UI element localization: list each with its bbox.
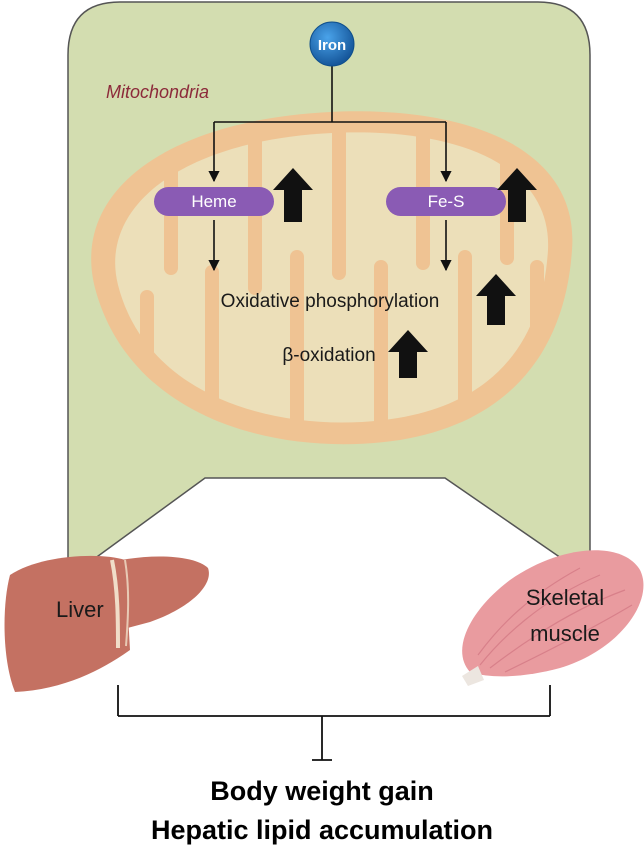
oxidative-phosphorylation-label: Oxidative phosphorylation: [221, 291, 440, 312]
beta-oxidation-increase-arrow-icon: [388, 330, 428, 378]
outcome-body-weight-gain: Body weight gain: [210, 776, 434, 806]
liver-label: Liver: [56, 597, 104, 622]
pill-down-arrows: [208, 220, 452, 272]
iron-branch-connector: [208, 62, 452, 183]
outcome-bracket: [117, 685, 551, 761]
fe-s-increase-arrow-icon: [497, 168, 537, 222]
heme-increase-arrow-icon: [273, 168, 313, 222]
heme-pill: Heme: [154, 187, 274, 216]
skeletal-muscle-label: Skeletal: [526, 585, 604, 610]
fe-s-label: Fe-S: [428, 192, 465, 211]
iron-label: Iron: [318, 37, 346, 54]
outcome-hepatic-lipid-accumulation: Hepatic lipid accumulation: [150, 815, 494, 845]
fe-s-pill: Fe-S: [386, 187, 506, 216]
skeletal-muscle-illustration: [462, 550, 644, 686]
beta-oxidation-label: β-oxidation: [282, 345, 375, 366]
heme-label: Heme: [191, 192, 236, 211]
oxphos-increase-arrow-icon: [476, 274, 516, 325]
skeletal-muscle-label-line2: muscle: [530, 621, 600, 646]
mitochondria-label: Mitochondria: [106, 82, 209, 102]
iron-node: Iron: [309, 21, 355, 67]
liver-illustration: [4, 555, 209, 692]
